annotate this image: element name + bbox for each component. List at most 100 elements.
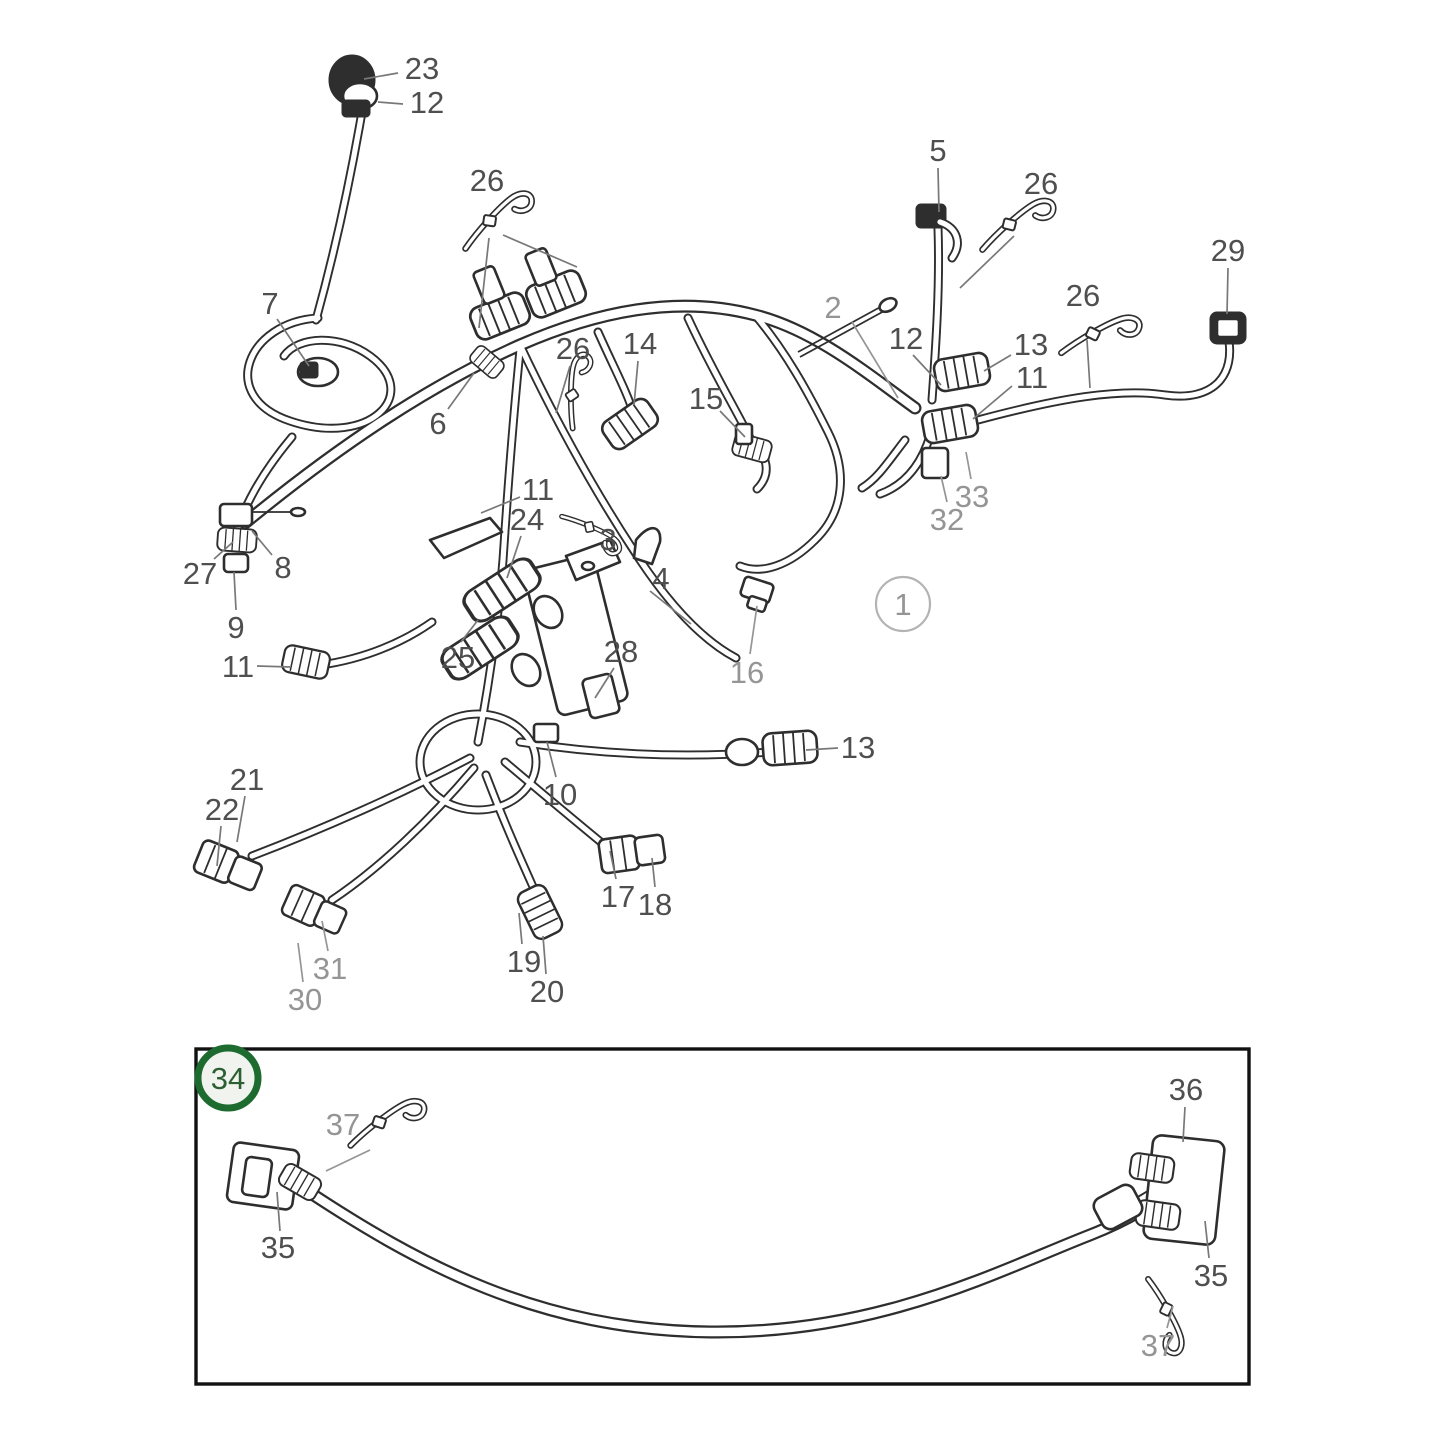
callout-label-31: 31 <box>313 951 347 986</box>
callout-leader-26 <box>502 234 578 268</box>
callout-label-24: 24 <box>510 502 544 537</box>
callout-leader-16 <box>749 605 758 655</box>
callout-leader-31 <box>321 920 329 952</box>
callout-label-26: 26 <box>556 331 590 366</box>
connector-14 <box>597 394 663 454</box>
callout-label-12: 12 <box>410 85 444 120</box>
loop-grommet-7 <box>296 356 340 388</box>
callout-label-25: 25 <box>441 640 475 675</box>
callout-leader-35 <box>1204 1220 1210 1259</box>
callout-label-8: 8 <box>274 550 291 585</box>
callout-label-10: 10 <box>543 777 577 812</box>
callout-leader-17 <box>609 850 617 880</box>
connector-11-left <box>279 642 333 682</box>
ref-circle-1 <box>874 575 932 633</box>
callout-leader-23 <box>363 72 399 80</box>
callout-leader-30 <box>297 942 304 983</box>
callout-label-33: 33 <box>955 479 989 514</box>
callout-leader-13 <box>983 354 1012 372</box>
clamp-16 <box>739 575 775 614</box>
callout-label-26: 26 <box>470 163 504 198</box>
clamp-10 <box>532 722 560 744</box>
callout-label-19: 19 <box>507 944 541 979</box>
callout-label-7: 7 <box>261 286 278 321</box>
callout-leader-21 <box>236 795 246 843</box>
callout-leader-13 <box>805 747 839 751</box>
callout-label-26: 26 <box>1024 166 1058 201</box>
callout-label-37: 37 <box>1141 1328 1175 1363</box>
callout-leader-7 <box>276 318 310 367</box>
callout-label-21: 21 <box>230 762 264 797</box>
callout-label-37: 37 <box>326 1107 360 1142</box>
connector-15 <box>729 422 775 465</box>
callout-label-30: 30 <box>288 982 322 1017</box>
callout-leader-11 <box>256 665 292 668</box>
callout-label-26: 26 <box>1066 278 1100 313</box>
connector-19-20 <box>513 881 567 943</box>
callout-label-35: 35 <box>261 1230 295 1265</box>
connector-21-22 <box>190 837 266 896</box>
callout-label-17: 17 <box>601 879 635 914</box>
callout-leader-19 <box>518 912 523 945</box>
callout-label-4: 4 <box>652 561 669 596</box>
sensor-27-8-9 <box>215 502 307 574</box>
callout-label-11: 11 <box>222 649 254 684</box>
connector-29 <box>1209 311 1247 345</box>
ecu-bracket-24-25-28 <box>428 516 629 720</box>
callout-label-5: 5 <box>929 133 946 168</box>
callout-leader-6 <box>447 372 475 410</box>
callout-leader-10 <box>546 741 557 778</box>
callout-leader-2 <box>851 321 899 399</box>
callout-leader-29 <box>1226 267 1229 315</box>
callout-leader-8 <box>251 530 273 556</box>
inset-connector-left <box>225 1141 325 1211</box>
callout-leader-32 <box>940 475 948 503</box>
callout-leader-37 <box>325 1149 371 1172</box>
callout-leader-20 <box>542 935 547 975</box>
callout-label-13: 13 <box>1014 327 1048 362</box>
callout-leader-36 <box>1182 1106 1186 1143</box>
callout-leader-35 <box>276 1191 281 1232</box>
callout-leader-24 <box>506 535 522 579</box>
inset-connector-right <box>1092 1134 1226 1246</box>
callout-leader-15 <box>719 410 746 438</box>
inset-badge-circle <box>194 1044 262 1112</box>
callout-leader-26 <box>1086 339 1091 389</box>
callout-leader-18 <box>651 857 656 888</box>
inset-box <box>194 1047 1251 1386</box>
callout-label-3: 3 <box>599 522 616 557</box>
callout-label-20: 20 <box>530 974 564 1009</box>
connector-5 <box>915 203 962 263</box>
callout-leader-33 <box>965 451 972 480</box>
callout-leader-26 <box>959 235 1015 289</box>
ref-circle-1-label: 1 <box>894 587 911 622</box>
callout-label-6: 6 <box>429 406 446 441</box>
callout-label-18: 18 <box>638 887 672 922</box>
callout-label-11: 11 <box>522 472 554 507</box>
callout-label-32: 32 <box>930 502 964 537</box>
callout-leader-22 <box>216 825 222 867</box>
callout-leader-9 <box>233 571 237 611</box>
connector-17-18 <box>596 829 668 876</box>
callout-leader-5 <box>937 167 940 213</box>
callout-leader-26 <box>555 365 571 414</box>
callout-label-13: 13 <box>841 730 875 765</box>
callout-label-27: 27 <box>183 556 217 591</box>
connector-13-lower <box>724 728 820 768</box>
callout-label-28: 28 <box>604 634 638 669</box>
callout-label-29: 29 <box>1211 233 1245 268</box>
callout-leader-11 <box>972 385 1013 420</box>
callout-label-2: 2 <box>824 290 841 325</box>
callout-label-11: 11 <box>1016 360 1048 395</box>
injector-rail <box>466 247 590 344</box>
callout-leader-12 <box>912 354 942 386</box>
callout-leader-11 <box>480 496 521 514</box>
callout-leader-37 <box>1166 1305 1174 1329</box>
callout-label-16: 16 <box>730 655 764 690</box>
pin-2 <box>797 296 898 358</box>
callout-leader-12 <box>377 101 404 105</box>
callout-label-9: 9 <box>227 610 244 645</box>
callout-label-22: 22 <box>205 792 239 827</box>
callout-label-23: 23 <box>405 51 439 86</box>
main-harness <box>233 107 1235 905</box>
